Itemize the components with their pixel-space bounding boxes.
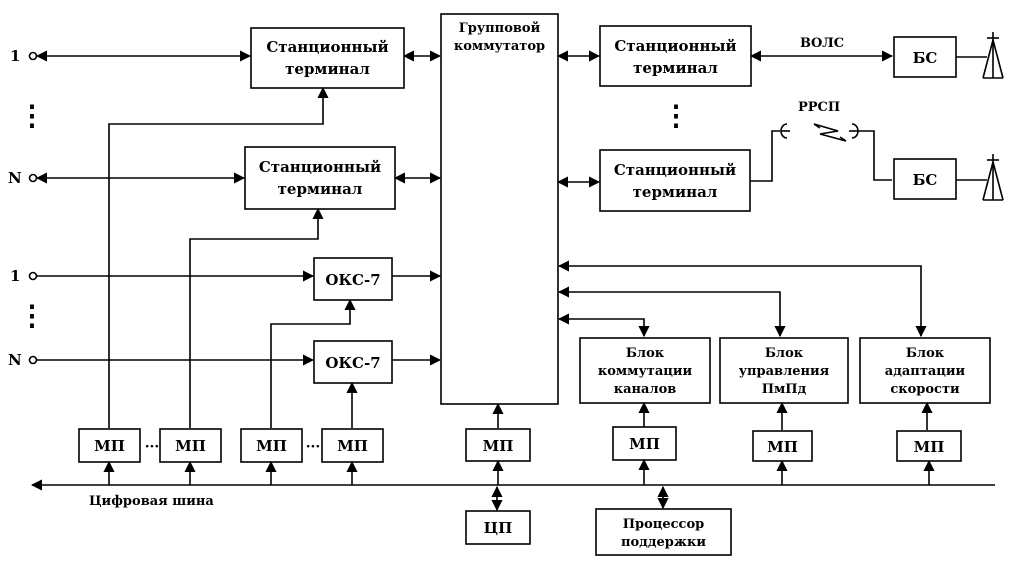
mp-box: МП [896, 430, 962, 462]
svg-text:МП: МП [175, 437, 206, 455]
input-n-top: N [8, 169, 38, 187]
svg-text:ОКС-7: ОКС-7 [325, 271, 380, 289]
svg-text:терминал: терминал [278, 180, 363, 198]
channel-switching-block: Блок коммутации каналов [579, 337, 711, 404]
rate-adaptation-block: Блок адаптации скорости [859, 337, 991, 404]
svg-text:МП: МП [337, 437, 368, 455]
svg-text:МП: МП [256, 437, 287, 455]
svg-text:Блок: Блок [906, 346, 945, 361]
mp-box: МП [78, 428, 141, 463]
svg-text:Процессор: Процессор [623, 517, 705, 532]
support-processor: Процессор поддержки [595, 508, 732, 556]
svg-text:коммутатор: коммутатор [454, 39, 545, 54]
svg-text:терминал: терминал [633, 59, 718, 77]
svg-text:управления: управления [739, 364, 830, 379]
mp-box: МП [465, 428, 531, 462]
svg-text:МП: МП [483, 437, 514, 455]
svg-text:каналов: каналов [614, 382, 677, 397]
svg-text:Станционный: Станционный [266, 38, 388, 56]
base-station-bottom: БС [893, 158, 957, 200]
svg-text:Блок: Блок [765, 346, 804, 361]
group-switch: Групповой коммутатор [440, 13, 559, 405]
antenna-icon [982, 32, 1004, 79]
svg-text:коммутации: коммутации [598, 364, 693, 379]
central-processor: ЦП [465, 510, 531, 545]
station-terminal-left-top: Станционный терминал [250, 27, 405, 89]
digital-bus-label: Цифровая шина [89, 494, 214, 509]
svg-text:Групповой: Групповой [459, 21, 541, 36]
vols-label: ВОЛС [800, 36, 844, 51]
vertical-ellipsis: ⋮ [18, 99, 46, 132]
rrsp-label: РРСП [798, 100, 840, 115]
station-terminal-right-bottom: Станционный терминал [599, 149, 751, 212]
pmpd-control-block: Блок управления ПмПд [719, 337, 849, 404]
vertical-ellipsis: ⋮ [18, 299, 46, 332]
antenna-icon [982, 154, 1004, 201]
mp-box: МП [321, 428, 384, 463]
mp-box: МП [240, 428, 303, 463]
svg-text:Блок: Блок [626, 346, 665, 361]
svg-text:ПмПд: ПмПд [762, 382, 807, 397]
svg-text:1: 1 [10, 267, 20, 285]
mp-box: МП [159, 428, 222, 463]
vertical-ellipsis: ⋮ [662, 99, 690, 132]
svg-text:терминал: терминал [633, 183, 718, 201]
radio-link-icon [813, 123, 847, 142]
svg-text:МП: МП [629, 435, 660, 453]
svg-text:ЦП: ЦП [484, 519, 513, 537]
svg-text:БС: БС [913, 171, 938, 189]
svg-text:N: N [8, 351, 22, 369]
mp-box: МП [612, 426, 677, 461]
input-1-bottom: 1 [10, 267, 38, 285]
station-terminal-left-bottom: Станционный терминал [244, 146, 396, 210]
horizontal-ellipsis: ··· [306, 439, 321, 455]
svg-text:1: 1 [10, 47, 20, 65]
svg-text:Станционный: Станционный [614, 161, 736, 179]
svg-text:N: N [8, 169, 22, 187]
base-station-top: БС [893, 36, 957, 78]
svg-text:БС: БС [913, 49, 938, 67]
svg-text:Станционный: Станционный [259, 158, 381, 176]
svg-text:поддержки: поддержки [621, 535, 706, 550]
mp-box: МП [752, 430, 813, 462]
station-terminal-right-top: Станционный терминал [599, 25, 752, 87]
oks7-box-top: ОКС-7 [313, 257, 393, 301]
svg-text:ОКС-7: ОКС-7 [325, 354, 380, 372]
svg-text:скорости: скорости [890, 382, 960, 397]
input-1-top: 1 [10, 47, 38, 65]
svg-text:адаптации: адаптации [885, 364, 966, 379]
horizontal-ellipsis: ··· [145, 439, 160, 455]
svg-text:МП: МП [94, 437, 125, 455]
svg-text:МП: МП [767, 438, 798, 456]
svg-text:Станционный: Станционный [614, 37, 736, 55]
svg-text:терминал: терминал [285, 60, 370, 78]
input-n-bottom: N [8, 351, 38, 369]
oks7-box-bottom: ОКС-7 [313, 340, 393, 384]
svg-text:МП: МП [914, 438, 945, 456]
